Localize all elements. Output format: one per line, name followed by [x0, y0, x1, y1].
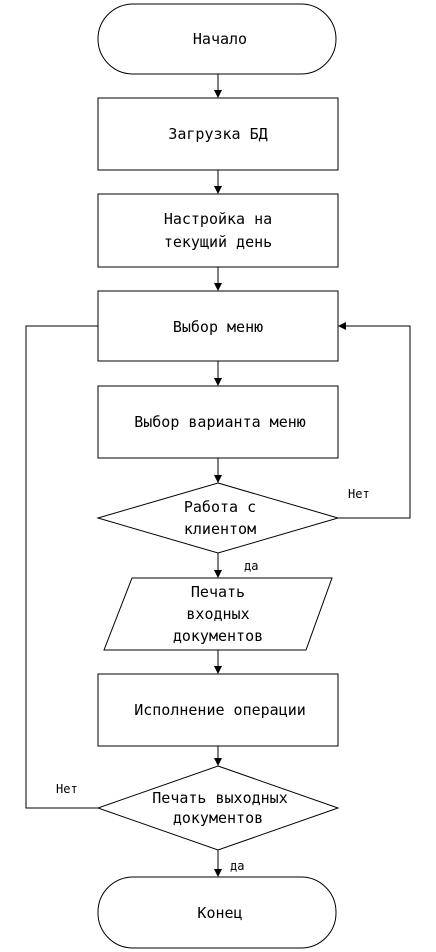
execute-label: Исполнение операции [134, 701, 306, 719]
execute-process [97, 673, 339, 747]
arrowhead [214, 869, 222, 877]
client-work-decision [96, 482, 340, 554]
decision1-label-line2: клиентом [184, 520, 256, 538]
setup-process [97, 193, 339, 268]
decision2-label-line1: Печать выходных [152, 789, 287, 807]
arrowhead [214, 570, 222, 578]
end-terminator [97, 876, 337, 949]
arrowhead [214, 758, 222, 766]
menu-option-process [97, 385, 339, 459]
print-in-label-line1: Печать [191, 583, 245, 601]
arrowhead [214, 283, 222, 291]
arrowhead [214, 378, 222, 386]
print-input-io [103, 577, 333, 651]
arrowhead [214, 475, 222, 483]
decision1-no-loop [338, 325, 411, 519]
decision2-no-loop [25, 325, 98, 809]
menu-option-label: Выбор варианта меню [134, 413, 306, 431]
load-db-process [97, 97, 339, 171]
decision1-no-label: Нет [348, 487, 370, 501]
setup-label-line1: Настройка на [164, 210, 272, 228]
start-terminator [97, 3, 337, 75]
setup-label-line2: текущий день [164, 233, 272, 251]
decision2-yes-label: да [230, 859, 244, 873]
load-db-label: Загрузка БД [168, 125, 267, 143]
menu-select-label: Выбор меню [173, 318, 263, 336]
decision1-yes-label: да [244, 559, 258, 573]
print-in-label-line3: документов [173, 627, 263, 645]
print-output-decision [96, 765, 340, 851]
arrowhead [214, 90, 222, 98]
decision2-label-line2: документов [173, 809, 263, 827]
start-label: Начало [193, 30, 247, 48]
decision1-label-line1: Работа с [184, 498, 256, 516]
arrowhead [214, 186, 222, 194]
print-in-label-line2: входных [186, 605, 249, 623]
arrowhead [214, 666, 222, 674]
arrowhead [338, 322, 346, 330]
decision2-no-label: Нет [56, 782, 78, 796]
end-label: Конец [197, 904, 242, 922]
